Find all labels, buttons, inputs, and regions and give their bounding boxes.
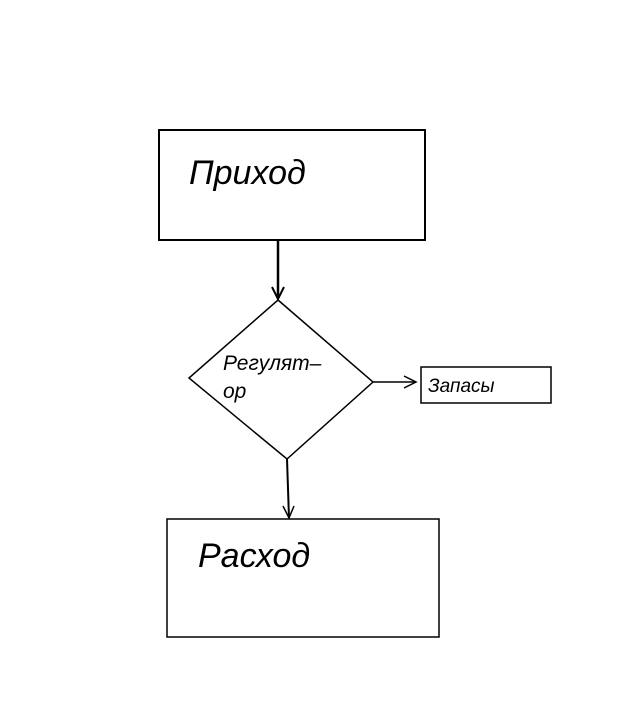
reserves-label: Запасы <box>428 376 495 397</box>
expense-label: Расход <box>198 537 310 575</box>
regulator-diamond <box>187 299 375 460</box>
expense-box <box>166 518 440 638</box>
income-label: Приход <box>189 154 306 192</box>
regulator-label-line1: Регулят– <box>223 352 322 375</box>
node-regulator: Регулят– ор <box>187 299 375 460</box>
arrow-regulator-to-reserves <box>373 375 418 389</box>
node-expense: Расход <box>166 518 440 638</box>
node-reserves: Запасы <box>420 366 552 404</box>
regulator-label-line2: ор <box>223 380 246 403</box>
arrow-regulator-to-expense <box>282 458 295 520</box>
node-income: Приход <box>158 129 426 241</box>
arrow-income-to-regulator <box>271 241 285 302</box>
reserves-box <box>420 366 552 404</box>
income-box <box>158 129 426 241</box>
